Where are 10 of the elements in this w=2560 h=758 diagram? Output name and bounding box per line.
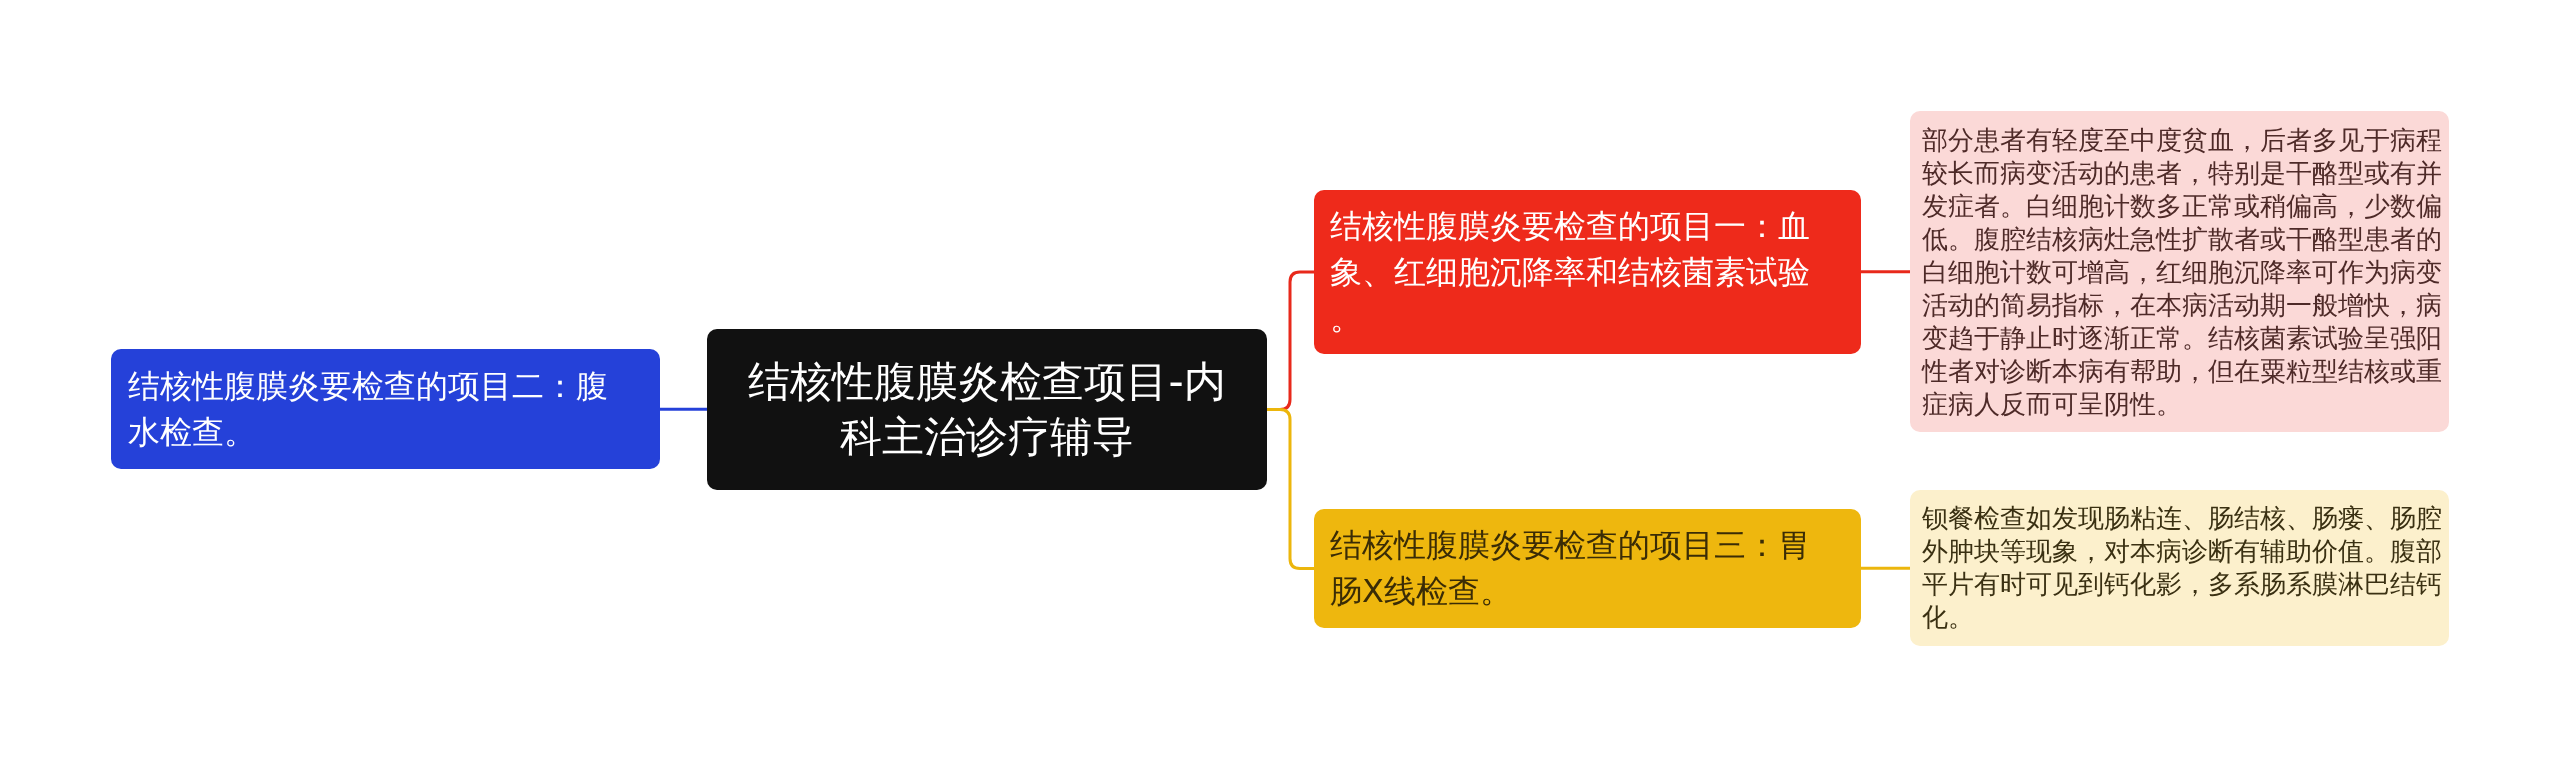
branch-box: 结核性腹膜炎要检查的项目二：腹水检查。 bbox=[111, 349, 660, 469]
connector-line bbox=[1267, 408, 1314, 570]
branch-box: 结核性腹膜炎要检查的项目三：胃肠X线检查。 bbox=[1314, 509, 1861, 628]
note-box: 部分患者有轻度至中度贫血，后者多见于病程较长而病变活动的患者，特别是干酪型或有并发症者。白细胞计数多正常或稍偏高，少数偏低。腹腔结核病灶急性扩散者或干酪型患者的白细胞计数可增高，红细胞沉降率可作为病变活动的简易指标，在本病活动期一般增快，病变趋于静止时逐渐正常。结核菌素试验呈强阳性者对诊断本病有帮助，但在粟粒型结核或重症病人反而可呈阴性。 bbox=[1910, 111, 2449, 432]
connector-line bbox=[1861, 270, 1910, 274]
topic-box: 结核性腹膜炎检查项目-内科主治诊疗辅导 bbox=[707, 329, 1267, 490]
connector-line bbox=[1861, 566, 1910, 570]
branch-box: 结核性腹膜炎要检查的项目一：血象、红细胞沉降率和结核菌素试验。 bbox=[1314, 190, 1861, 354]
connector-line bbox=[660, 407, 707, 411]
note-box: 钡餐检查如发现肠粘连、肠结核、肠瘘、肠腔外肿块等现象，对本病诊断有辅助价值。腹部平片有时可见到钙化影，多系肠系膜淋巴结钙化。 bbox=[1910, 490, 2449, 646]
